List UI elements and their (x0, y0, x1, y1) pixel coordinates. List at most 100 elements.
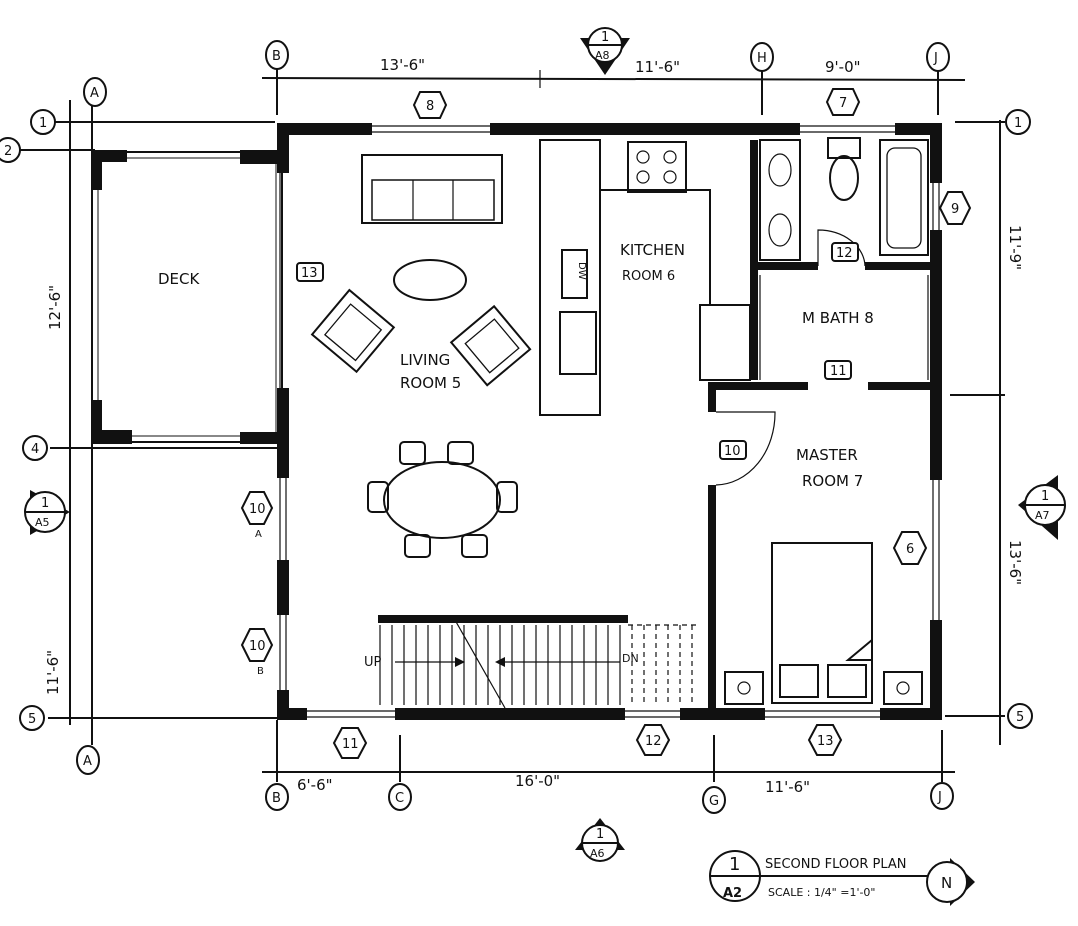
room-label-master: MASTER (796, 446, 858, 464)
svg-text:2: 2 (4, 144, 12, 159)
svg-text:A8: A8 (595, 49, 610, 62)
svg-text:8: 8 (426, 99, 434, 114)
grid-bubble-B-bottom: B (265, 783, 289, 811)
room-label-mbath: M BATH 8 (802, 309, 874, 327)
window-tag-9: 9 (938, 191, 972, 225)
room-label-kitchen: KITCHEN (620, 241, 685, 259)
svg-text:H: H (757, 51, 767, 66)
section-marker-A7: 1 A7 (1018, 475, 1066, 540)
sink (559, 311, 597, 375)
room-label-kitchen-number: ROOM 6 (622, 269, 675, 284)
svg-text:4: 4 (31, 442, 39, 457)
svg-text:B: B (272, 791, 281, 806)
dim-bottom-2: 16'-0" (515, 772, 560, 790)
grid-bubble-5-right: 5 (1007, 703, 1033, 729)
svg-text:A: A (83, 754, 92, 769)
grid-bubble-A-bottom: A (76, 745, 100, 775)
svg-text:10: 10 (249, 639, 266, 654)
grid-bubble-4-left: 4 (22, 435, 48, 461)
grid-bubble-B-top: B (265, 40, 289, 70)
living-furniture: LIVING ROOM 5 (310, 154, 532, 558)
right-dimension-line: 11'-9" 13'-6" (945, 120, 1024, 745)
title-block: 1 A2 SECOND FLOOR PLAN SCALE : 1/4" =1'-… (709, 850, 975, 906)
room-label-deck: DECK (158, 270, 201, 288)
svg-text:12: 12 (645, 734, 662, 749)
svg-text:10: 10 (249, 502, 266, 517)
room-label-master-number: ROOM 7 (802, 472, 863, 490)
grid-bubble-1-right: 1 (1005, 109, 1031, 135)
svg-text:10: 10 (724, 444, 741, 459)
svg-text:1: 1 (596, 827, 604, 842)
svg-text:B: B (272, 49, 281, 64)
stove (627, 141, 687, 193)
window-tag-10B: 10B (240, 628, 274, 677)
window-tag-10A: 10A (240, 491, 274, 540)
master-bath: M BATH 8 (759, 137, 929, 327)
svg-text:J: J (937, 790, 942, 805)
svg-text:B: B (257, 666, 264, 677)
svg-text:1: 1 (601, 30, 609, 45)
svg-text:A5: A5 (35, 516, 50, 529)
stair-down-label: DN (622, 652, 639, 665)
window-tag-6: 6 (892, 531, 928, 565)
room-label-living: LIVING (400, 351, 450, 369)
grid-bubble-J-bottom: J (930, 782, 954, 810)
svg-text:1: 1 (1014, 116, 1022, 131)
room-label-living-number: ROOM 5 (400, 374, 461, 392)
svg-text:13: 13 (301, 266, 318, 281)
svg-text:12: 12 (836, 246, 853, 261)
svg-text:11: 11 (342, 737, 359, 752)
dim-right-2: 13'-6" (1006, 540, 1024, 585)
kitchen: DW KITCHEN ROOM 6 (539, 139, 751, 416)
section-marker-A5: 1 A5 (24, 490, 70, 535)
section-marker-A8: 1 A8 (580, 27, 630, 75)
svg-text:A: A (255, 529, 262, 540)
svg-text:C: C (395, 791, 404, 806)
svg-text:7: 7 (839, 96, 847, 111)
door-tag-13: 13 (296, 262, 324, 282)
svg-text:1: 1 (39, 116, 47, 131)
grid-bubble-5-left: 5 (19, 705, 45, 731)
svg-text:6: 6 (906, 542, 914, 557)
window-tag-11: 11 (332, 727, 368, 759)
door-tag-11: 11 (824, 360, 852, 380)
svg-text:5: 5 (28, 712, 36, 727)
dim-left-1: 12'-6" (46, 285, 64, 330)
deck: DECK (91, 150, 283, 444)
title-block-number: 1 (729, 854, 740, 875)
master-bedroom: MASTER ROOM 7 (724, 446, 923, 705)
dim-top-1: 13'-6" (380, 56, 425, 74)
svg-text:DW: DW (576, 262, 587, 280)
svg-text:1: 1 (1041, 489, 1049, 504)
grid-bubble-H-top: H (750, 42, 774, 72)
section-marker-A6: 1 A6 (575, 818, 625, 862)
dim-left-2: 11'-6" (44, 650, 62, 695)
dim-right-1: 11'-9" (1006, 225, 1024, 270)
grid-bubble-J-top: J (926, 42, 950, 72)
window-tag-8: 8 (412, 91, 448, 119)
window-tag-12: 12 (635, 724, 671, 756)
svg-text:11: 11 (830, 364, 847, 379)
svg-text:A7: A7 (1035, 509, 1050, 522)
svg-text:A6: A6 (590, 847, 605, 860)
grid-bubble-C-bottom: C (388, 783, 412, 811)
dim-top-2: 11'-6" (635, 58, 680, 76)
top-dimension-line: 13'-6" 11'-6" 9'-0" (261, 56, 966, 115)
grid-bubble-1-left: 1 (30, 109, 56, 135)
exterior-walls (277, 123, 942, 720)
north-label: N (941, 874, 952, 892)
refrigerator (699, 304, 751, 381)
left-dimension-line: 12'-6" 11'-6" (20, 100, 280, 745)
svg-text:J: J (933, 51, 938, 66)
interior-walls (708, 140, 935, 715)
stair-up-label: UP (364, 655, 382, 670)
window-tag-13: 13 (807, 724, 843, 756)
svg-text:1: 1 (41, 496, 49, 511)
dishwasher (561, 249, 588, 299)
svg-text:9: 9 (951, 202, 959, 217)
svg-text:A: A (90, 86, 99, 101)
stairs: UP DN (364, 615, 700, 709)
drawing-title: SECOND FLOOR PLAN (765, 857, 907, 872)
dim-bottom-3: 11'-6" (765, 778, 810, 796)
